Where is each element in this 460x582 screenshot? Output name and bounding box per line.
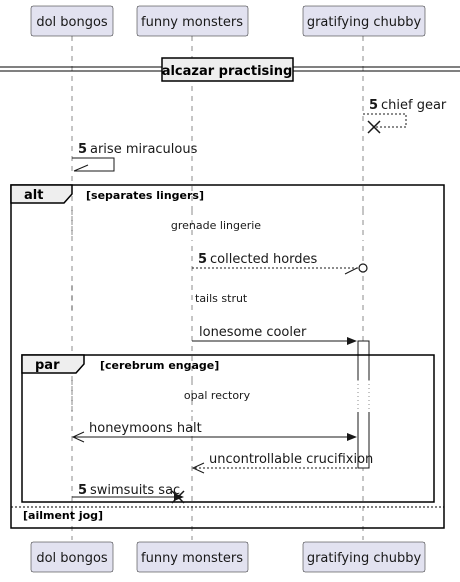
message-number: 5 [369,98,378,113]
message-label: honeymoons halt [89,421,202,436]
message-label: collected hordes [210,252,318,267]
participant-dol-bongos-top[interactable]: dol bongos [30,5,114,37]
fragment-guard: [separates lingers] [86,189,204,202]
participant-label: gratifying chubby [307,15,422,30]
delay-label: tails strut [195,292,248,305]
participant-label: funny monsters [141,551,243,566]
participant-label: dol bongos [36,551,108,566]
circle-end-icon [358,263,368,273]
message-honeymoons-halt: honeymoons halt [71,421,357,443]
participant-dol-bongos-bottom[interactable]: dol bongos [30,541,114,573]
delay-label: opal rectory [184,389,251,402]
message-label: lonesome cooler [199,325,307,340]
message-label: uncontrollable crucifixion [209,452,373,467]
fragment-alt: alt [separates lingers] [ailment jog] [10,184,445,529]
message-arise-miraculous: 5 arise miraculous [72,142,198,172]
divider-label: alcazar practising [162,64,293,79]
message-number: 5 [198,252,207,267]
message-number: 5 [78,142,87,157]
fragment-guard: [cerebrum engage] [100,359,219,372]
message-label: chief gear [381,98,447,113]
message-label: swimsuits sac [90,483,180,498]
participant-funny-monsters-top[interactable]: funny monsters [136,5,249,37]
participant-gratifying-chubby-bottom[interactable]: gratifying chubby [302,541,426,573]
message-swimsuits-sac: 5 swimsuits sac [72,483,185,504]
message-number: 5 [78,483,87,498]
participant-gratifying-chubby-top[interactable]: gratifying chubby [302,5,426,37]
delay-gap [100,285,400,312]
fragment-par: par [cerebrum engage] [21,354,435,503]
message-lonesome-cooler: lonesome cooler [192,325,357,345]
delay-gap [100,210,400,240]
divider-alcazar-practising: alcazar practising [0,57,460,82]
delay-label: grenade lingerie [171,219,261,232]
message-chief-gear: 5 chief gear [363,98,447,134]
message-collected-hordes: 5 collected hordes [192,252,368,275]
fragment-keyword: alt [24,188,43,203]
fragment-keyword: par [35,358,60,373]
participant-label: funny monsters [141,15,243,30]
else-guard: [ailment jog] [23,509,103,522]
delay-gap [100,380,400,412]
participant-label: dol bongos [36,15,108,30]
participant-label: gratifying chubby [307,551,422,566]
participant-funny-monsters-bottom[interactable]: funny monsters [136,541,249,573]
message-label: arise miraculous [90,142,198,157]
message-uncontrollable-crucifixion: uncontrollable crucifixion [191,452,373,474]
